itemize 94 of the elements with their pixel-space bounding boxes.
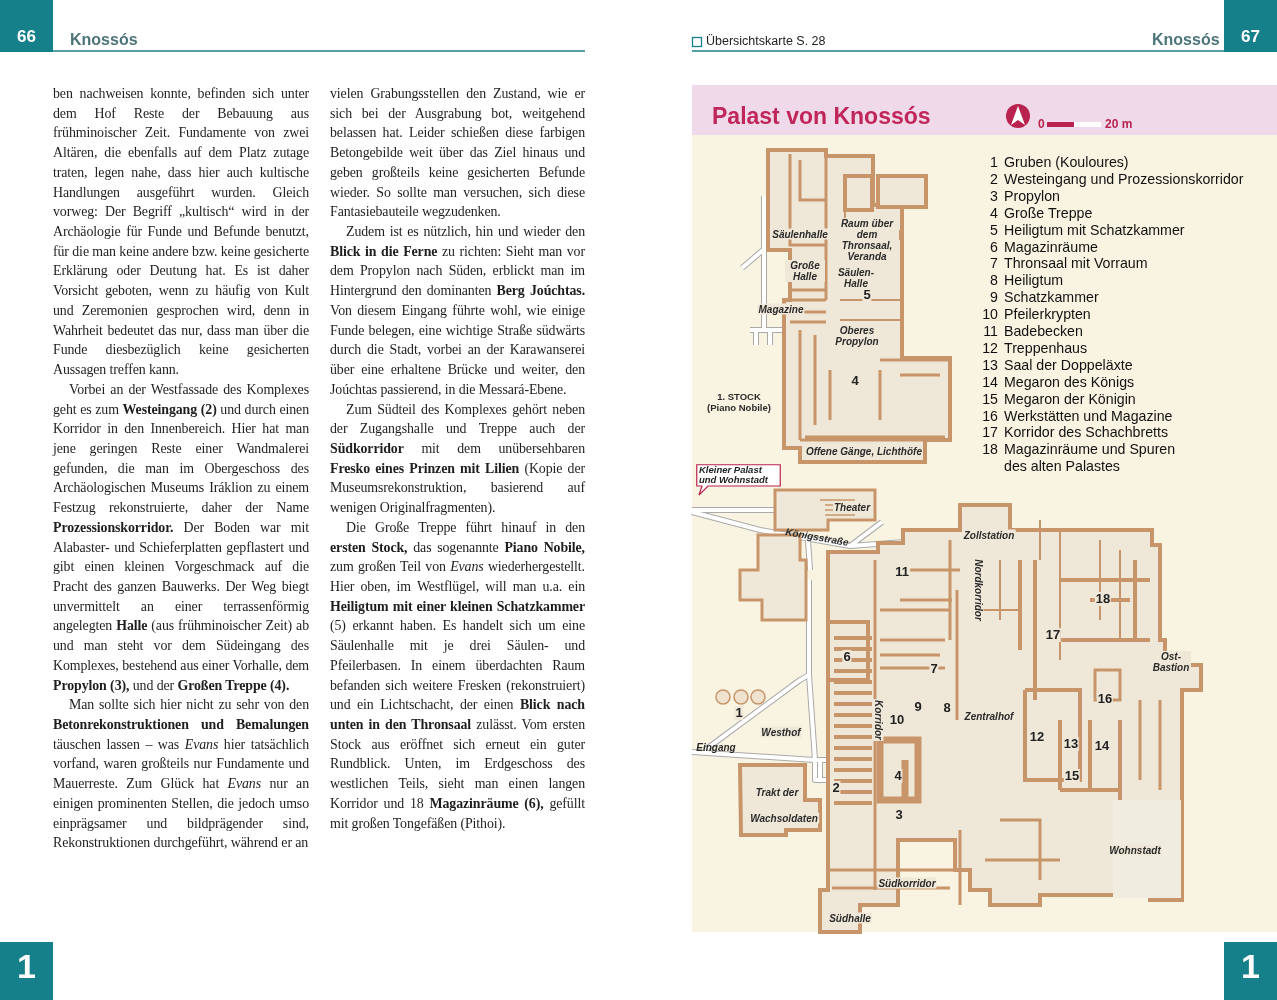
map-label: Offene Gänge, Lichthöfe [805,445,923,457]
legend-text: Saal der Doppeläxte [1004,356,1133,374]
map-number: 3 [894,808,904,822]
map-number: 8 [942,701,952,715]
map-title: Palast von Knossós [712,103,931,130]
map-number: 18 [1094,592,1112,606]
legend-text: Werkstätten und Magazine [1004,407,1173,425]
body-paragraph: Zum Südteil des Komplexes gehört neben der Zugangshalle und Treppe auch der Südkorridor mit dem unübersehbaren Fresko eines Prinzen mit Lilien (Kopie der Museumsrekonstruktion, basierend auf wenigen Originalfragmenten). [330,400,585,518]
map-label: Trakt der [754,786,800,798]
body-paragraph: ben nachweisen konnte, befinden sich unter dem Hof Reste der Bebauung aus frühminoischer Zeit. Fundamente von zwei Altären, die ebenfalls auf dem Platz zutage traten, legen nahe, dass hier auch kultische Handlungen ausgeführt wurden. Gleich vorweg: Der Begriff „kultisch“ wird in der Archäologie für Funde und Befunde benutzt, für die man keine andere bzw. keine gesicherte Erklärung oder Deutung hat. Es ist daher Vorsicht geboten, wenn zu häufig von Kult und Zeremonien gesprochen wird, denn in Wahrheit bedeutet das nur, dass man über die Funde diesbezüglich keine gesicherten Aussagen treffen kann. [53,85,309,380]
map-label: Oberes Propylon [832,325,882,347]
legend-number: 12 [981,339,998,357]
legend-number: 16 [981,407,998,425]
map-number: 11 [894,565,910,579]
legend-number: 17 [981,424,998,442]
map-number: 2 [831,781,841,795]
map-label: Zollstation [962,529,1016,541]
legend-text: Magazinräume und Spuren des alten Palastes [1004,441,1177,476]
legend-text: Megaron der Königin [1004,390,1136,408]
scale-label: 20 m [1105,117,1133,131]
legend-text: Gruben (Kouloures) [1004,154,1129,171]
legend-number: 5 [989,221,998,239]
map-label: Ost-Bastion [1151,651,1191,673]
map-number: 10 [888,713,906,727]
legend-number: 11 [982,323,998,340]
callout-box [696,464,781,496]
map-number: 7 [929,662,939,676]
body-paragraph: Zudem ist es nützlich, hin und wieder den Blick in die Ferne zu richten: Sieht man vor dem Propylon nach Süden, erblickt man im Hintergrund den dominanten Berg Joúchtas. Von diesem Eingang führte wohl, wie einige Funde belegen, eine wichtige Straße südwärts durch die Stadt, vorbei an der Karawanserei über eine erhaltene Brücke und weiter, den Joúchtas passierend, in die Messará-Ebene. [330,223,585,399]
legend-number: 6 [989,238,998,256]
map-number: 1 [734,706,744,720]
map-number: 16 [1096,692,1114,706]
legend-text: Magazinräume [1004,238,1098,256]
map-number: 17 [1044,628,1062,642]
map-number: 9 [913,700,923,714]
map-label: Säulenhalle [771,228,829,240]
map-label: Nordkorridor [972,558,984,622]
map-label: Zentralhof [963,710,1015,722]
legend-number: 2 [989,170,998,188]
map-title-band [692,85,1277,135]
body-paragraph: Man sollte sich hier nicht zu sehr von den Betonrekonstruktionen und Bemalungen täuschen lassen – was Evans hier tatsächlich vorfand, waren großteils nur Fundamente und Mauerreste. Zum Glück hat Evans nur an einigen prominenten Stellen, die jedoch umso einprägsamer und bildprägender sind, Rekonstruktionen durchgeführt, während er an [53,696,309,853]
legend-text: Korridor des Schachbretts [1004,424,1169,442]
map-label: Westhof [760,726,802,738]
body-paragraph: Vorbei an der Westfassade des Komplexes geht es zum Westeingang (2) und durch einen Korridor in den Innenbereich. Hier hat man jene geringen Reste einer Wandmalerei gefunden, die man im Obergeschoss des Archäologischen Museums Iráklion zu einem Festzug rekonstruierte, daher der Name Prozessionskorridor. Der Boden war mit Alabaster- und Schieferplatten gepflastert und gibt einen kleinen Vorgeschmack auf die Pracht des ganzen Bauwerks. Der Weg biegt unvermittelt an einer terrassenförmig angelegten Halle (aus frühminoischer Zeit) ab und man steht vor dem Südeingang des Komplexes, bestehend aus einer Vorhalle, dem Propylon (3), und der Großen Treppe (4). [53,380,309,695]
scale-label: 0 [1038,117,1045,131]
legend-text: Heiligtum [1004,272,1064,290]
legend-text: Schatzkammer [1004,289,1099,307]
body-paragraph: vielen Grabungsstellen den Zustand, wie er sich bei der Ausgrabung bot, weitgehend belassen hat. Leider schießen diese farbigen Betongebilde weit über das Ziel hinaus und geben großteils keine gesicherten Befunde wieder. So sollte man versuchen, sich diese Fantasiebauteile wegzudenken. [330,85,585,222]
map-number: 4 [850,374,860,388]
legend-number: 15 [981,390,998,408]
legend-number: 13 [981,356,998,374]
legend-text: Thronsaal mit Vorraum [1004,255,1148,273]
legend-text: Treppenhaus [1004,339,1088,357]
map-label: Eingang [695,741,737,753]
legend-number: 9 [989,289,998,307]
legend-number: 14 [981,373,998,391]
legend-number: 7 [989,255,998,273]
map-number: 13 [1062,737,1080,751]
map-number: 15 [1063,769,1081,783]
legend-text: Megaron des Königs [1004,373,1135,391]
legend-number: 10 [981,306,998,323]
map-label: 1. STOCK (Piano Nobile) [706,391,772,413]
callout-text: Kleiner Palast und Wohnstadt [699,465,769,485]
map-number: 5 [862,288,872,302]
legend-number: 4 [989,204,998,222]
map-number: 12 [1028,730,1046,744]
legend-number: 3 [989,187,998,205]
running-head: Knossós [70,31,138,49]
map-label: Wohnstadt [1108,844,1162,856]
map-label: Magazine [757,303,805,315]
legend-text: Große Treppe [1004,204,1093,222]
legend-text: Westeingang und Prozessionskorridor [1004,170,1244,188]
chapter-tab: 1 [0,942,53,1000]
map-label: Südhalle [828,912,872,924]
legend-number: 8 [989,272,998,290]
legend-number: 1 [989,154,998,171]
body-paragraph: Die Große Treppe führt hinauf in den ersten Stock, das sogenannte Piano Nobile, zum großen Teil von Evans wiederhergestellt. Hier oben, im Westflügel, will man u.a. ein Heiligtum mit einer kleinen Schatzkammer (5) erkannt haben. Es handelt sich um eine Säulenhalle mit je drei Säulen- und Pfeilerbasen. In einem überdachten Raum befanden sich weitere Fresken (rekonstruiert) und ein Lichtschacht, der einen Blick nach unten in den Thronsaal zulässt. Vom ersten Stock aus eröffnet sich erneut ein guter Rundblick. Unten, im Erdgeschoss des westlichen Teils, sieht man einen langen Korridor und 18 Magazinräume (6), gefüllt mit großen Tongefäßen (Pithoi). [330,518,585,833]
map-label: Theater [832,501,872,513]
map-number: 4 [893,769,903,783]
running-head: Knossós [1152,31,1220,49]
map-label: Große Halle [785,260,825,282]
map-label: Südkorridor [877,877,937,889]
map-label: Wachsoldaten [749,812,819,824]
page-number-tab: 67 [1224,0,1277,52]
map-number: 14 [1093,739,1111,753]
map-reference: Übersichtskarte S. 28 [706,34,826,48]
page-number-tab: 66 [0,0,53,52]
legend-text: Badebecken [1004,323,1083,340]
map-number: 6 [842,650,852,664]
legend-number: 18 [981,441,998,459]
legend-text: Pfeilerkrypten [1004,306,1091,323]
chapter-tab: 1 [1224,942,1277,1000]
map-label: Korridor [872,699,884,741]
legend-text: Propylon [1004,187,1060,205]
legend-text: Heiligtum mit Schatzkammer [1004,221,1185,239]
